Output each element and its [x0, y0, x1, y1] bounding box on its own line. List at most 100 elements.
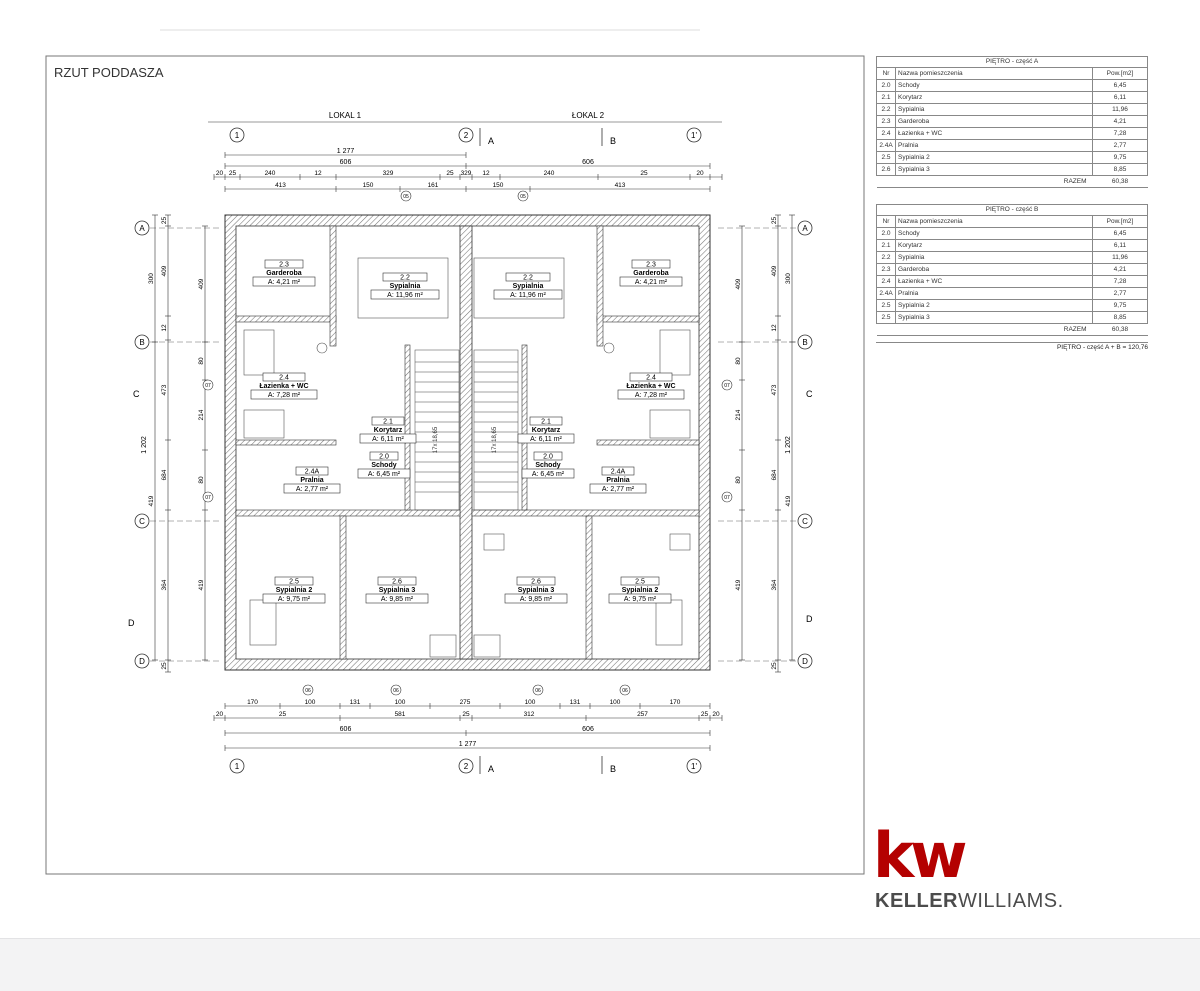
- table-b-sum-label: RAZEM: [895, 323, 1093, 336]
- dimension-label: 606: [340, 726, 352, 733]
- dimension-label: 364: [771, 579, 778, 590]
- axis-label: 2: [464, 131, 469, 140]
- table-a-col-no: Nr: [876, 67, 896, 80]
- dimension-label: 409: [735, 278, 742, 289]
- room-name: Korytarz: [374, 427, 403, 434]
- dimension-label: 473: [161, 384, 168, 395]
- dimension-label: 25: [161, 662, 168, 670]
- room-name: Łazienka + WC: [259, 383, 308, 390]
- dimension-label: 606: [582, 726, 594, 733]
- window-tag-label: 07: [205, 495, 211, 501]
- table-cell-name: Pralnia: [895, 287, 1093, 300]
- dimension-label: 25: [161, 217, 168, 225]
- section-marker: D: [128, 618, 135, 628]
- table-cell-no: 2.5: [876, 299, 896, 312]
- dimension-label: 100: [395, 699, 406, 706]
- table-cell-name: Łazienka + WC: [895, 275, 1093, 288]
- kw-word-light: WILLIAMS.: [958, 890, 1064, 912]
- dimension-label: 12: [161, 324, 168, 332]
- table-cell-area: 4,21: [1092, 115, 1148, 128]
- dimension-label: 25: [701, 711, 709, 718]
- window-tag: [202, 379, 214, 391]
- dimension-label: 80: [735, 476, 742, 484]
- window-tag: [532, 684, 544, 696]
- room-area: A: 11,96 m²: [510, 292, 546, 299]
- table-a-sum-label: RAZEM: [895, 175, 1093, 188]
- room-number: 2.5: [289, 579, 299, 586]
- table-cell-area: 8,85: [1092, 163, 1148, 176]
- room-name: Korytarz: [532, 427, 561, 434]
- room-number: 2.6: [531, 579, 541, 586]
- dimension-label: 275: [460, 699, 471, 706]
- room-name: Garderoba: [266, 270, 302, 277]
- room-number: 2.2: [523, 275, 533, 282]
- axis-label: A: [802, 224, 808, 233]
- stairs: 17x 18,65 17x 18,65: [414, 349, 519, 511]
- table-cell-area: 7,28: [1092, 275, 1148, 288]
- room-name: Sypialnia: [390, 283, 421, 290]
- table-cell-name: Schody: [895, 79, 1093, 92]
- section-marker: A: [488, 764, 494, 774]
- axis-marker-side: [797, 334, 813, 350]
- table-cell-area: 6,11: [1092, 91, 1148, 104]
- window-tag-label: 07: [724, 383, 730, 389]
- axis-label: C: [802, 517, 808, 526]
- dimension-label: 473: [771, 384, 778, 395]
- kw-mark-icon: kw: [873, 819, 967, 892]
- table-cell-area: 9,75: [1092, 151, 1148, 164]
- dimension-label: 581: [395, 711, 406, 718]
- dimension-label: 240: [544, 170, 555, 177]
- room-area: A: 7,28 m²: [268, 392, 301, 399]
- table-cell-no: 2.4A: [876, 139, 896, 152]
- dimension-label: 25: [771, 217, 778, 225]
- axis-marker-bottom-1: [458, 758, 474, 774]
- axis-marker-bottom-0: [229, 758, 245, 774]
- footer-bar: [0, 938, 1200, 991]
- dimension-label: 419: [198, 579, 205, 590]
- table-cell-area: 11,96: [1092, 103, 1148, 116]
- dimension-label: 80: [735, 357, 742, 365]
- room-area: A: 6,45 m²: [532, 471, 565, 478]
- sheet-frame: [45, 55, 865, 875]
- dimension-label: 20: [712, 711, 720, 718]
- room-name: Pralnia: [300, 477, 323, 484]
- dimension-label: 100: [610, 699, 621, 706]
- table-cell-name: Sypialnia 3: [895, 163, 1093, 176]
- window-tag-label: 07: [724, 495, 730, 501]
- room-number: 2.3: [279, 262, 289, 269]
- table-cell-name: Schody: [895, 227, 1093, 240]
- axis-marker-side: [134, 513, 150, 529]
- room-name: Sypialnia 3: [518, 587, 555, 594]
- axis-label: C: [139, 517, 145, 526]
- table-cell-name: Garderoba: [895, 115, 1093, 128]
- dimension-label: 80: [198, 357, 205, 365]
- axis-label: A: [139, 224, 145, 233]
- room-number: 2.5: [635, 579, 645, 586]
- table-b-col-no: Nr: [876, 215, 896, 228]
- table-a-col-area: Pow.[m2]: [1092, 67, 1148, 80]
- table-cell-no: 2.0: [876, 79, 896, 92]
- room-number: 2.3: [646, 262, 656, 269]
- dimension-label: 329: [461, 170, 472, 177]
- room-number: 2.0: [543, 454, 553, 461]
- dimension-label: 12: [314, 170, 322, 177]
- dimension-label: 131: [350, 699, 361, 706]
- dimension-label: 161: [428, 182, 439, 189]
- dimension-label: 20: [216, 711, 224, 718]
- axis-marker-bottom-2: [686, 758, 702, 774]
